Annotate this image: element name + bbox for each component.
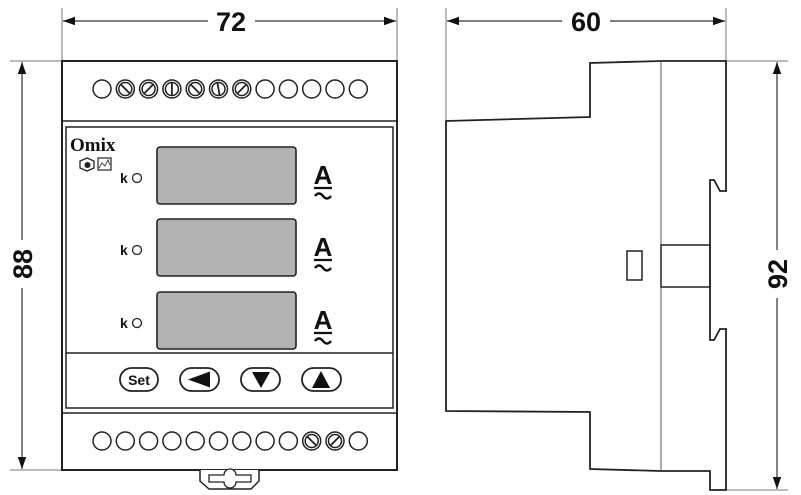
multiplier-indicator-led	[131, 317, 143, 329]
terminal-hole[interactable]	[232, 431, 252, 451]
bottom-terminal-block	[92, 431, 369, 451]
terminal-hole[interactable]	[208, 431, 229, 451]
screw-slot-icon	[330, 436, 340, 446]
ac-tilde-icon	[314, 264, 332, 272]
eac-mark-icon	[79, 157, 95, 172]
screw-slot-icon	[190, 84, 201, 94]
arrow-up-icon	[312, 371, 330, 388]
screw-terminal[interactable]	[115, 79, 136, 99]
ac-tilde-icon	[314, 192, 332, 200]
screw-terminal[interactable]	[208, 79, 229, 99]
dimension-width-label: 72	[216, 7, 246, 37]
multiplier-indicator-led	[131, 172, 143, 184]
dimension-height-label: 88	[8, 249, 38, 279]
brand-logo: Omix	[70, 135, 116, 156]
ac-tilde-icon	[314, 337, 332, 345]
terminal-hole[interactable]	[301, 79, 322, 99]
side-view: 60 92	[445, 7, 793, 491]
terminal-hole[interactable]	[278, 431, 299, 451]
display-screen	[156, 146, 297, 205]
set-button-label: Set	[128, 372, 150, 388]
multiplier-label: k	[120, 170, 128, 186]
left-button[interactable]	[179, 367, 220, 392]
din-rail-latch[interactable]	[199, 468, 260, 490]
unit-label: A	[314, 232, 333, 262]
terminal-hole[interactable]	[185, 431, 205, 451]
unit-label: A	[314, 160, 333, 190]
multiplier-label: k	[120, 242, 128, 258]
multiplier-label: k	[120, 315, 128, 331]
ventilation-slot	[626, 250, 643, 281]
arrow-down-icon	[252, 372, 270, 388]
front-panel	[65, 126, 394, 409]
unit-label: A	[314, 305, 333, 335]
screw-slot-icon	[306, 436, 317, 446]
side-profile-outline	[445, 60, 727, 491]
terminal-hole[interactable]	[325, 79, 345, 99]
terminal-hole[interactable]	[278, 79, 299, 99]
terminal-hole[interactable]	[348, 79, 369, 99]
display-screen	[156, 291, 297, 350]
screw-slot-icon	[216, 82, 221, 96]
top-terminal-block	[92, 79, 369, 99]
screw-slot-icon	[143, 84, 154, 94]
display-screen	[156, 218, 297, 277]
down-button[interactable]	[240, 367, 281, 392]
terminal-hole[interactable]	[92, 79, 112, 99]
screw-terminal[interactable]	[138, 79, 159, 99]
terminal-hole[interactable]	[162, 431, 182, 451]
terminal-hole[interactable]	[255, 79, 275, 99]
screw-terminal[interactable]	[185, 79, 205, 99]
terminal-hole[interactable]	[92, 431, 112, 451]
up-button[interactable]	[301, 367, 342, 392]
multiplier-indicator-led	[131, 244, 143, 256]
screw-terminal[interactable]	[325, 431, 345, 451]
dimension-side-height-label: 92	[763, 259, 793, 289]
screw-terminal[interactable]	[162, 79, 182, 99]
screw-slot-icon	[236, 84, 247, 94]
rail-clip-block	[660, 244, 711, 288]
screw-slot-icon	[120, 84, 131, 94]
terminal-hole[interactable]	[348, 431, 369, 451]
terminal-hole[interactable]	[255, 431, 275, 451]
terminal-hole[interactable]	[138, 431, 159, 451]
dimension-depth-label: 60	[571, 7, 601, 37]
arrow-left-icon	[188, 371, 210, 388]
set-button[interactable]: Set	[119, 367, 159, 392]
measurement-approval-icon	[97, 157, 112, 171]
screw-terminal[interactable]	[301, 431, 322, 451]
screw-terminal[interactable]	[232, 79, 252, 99]
terminal-hole[interactable]	[115, 431, 136, 451]
